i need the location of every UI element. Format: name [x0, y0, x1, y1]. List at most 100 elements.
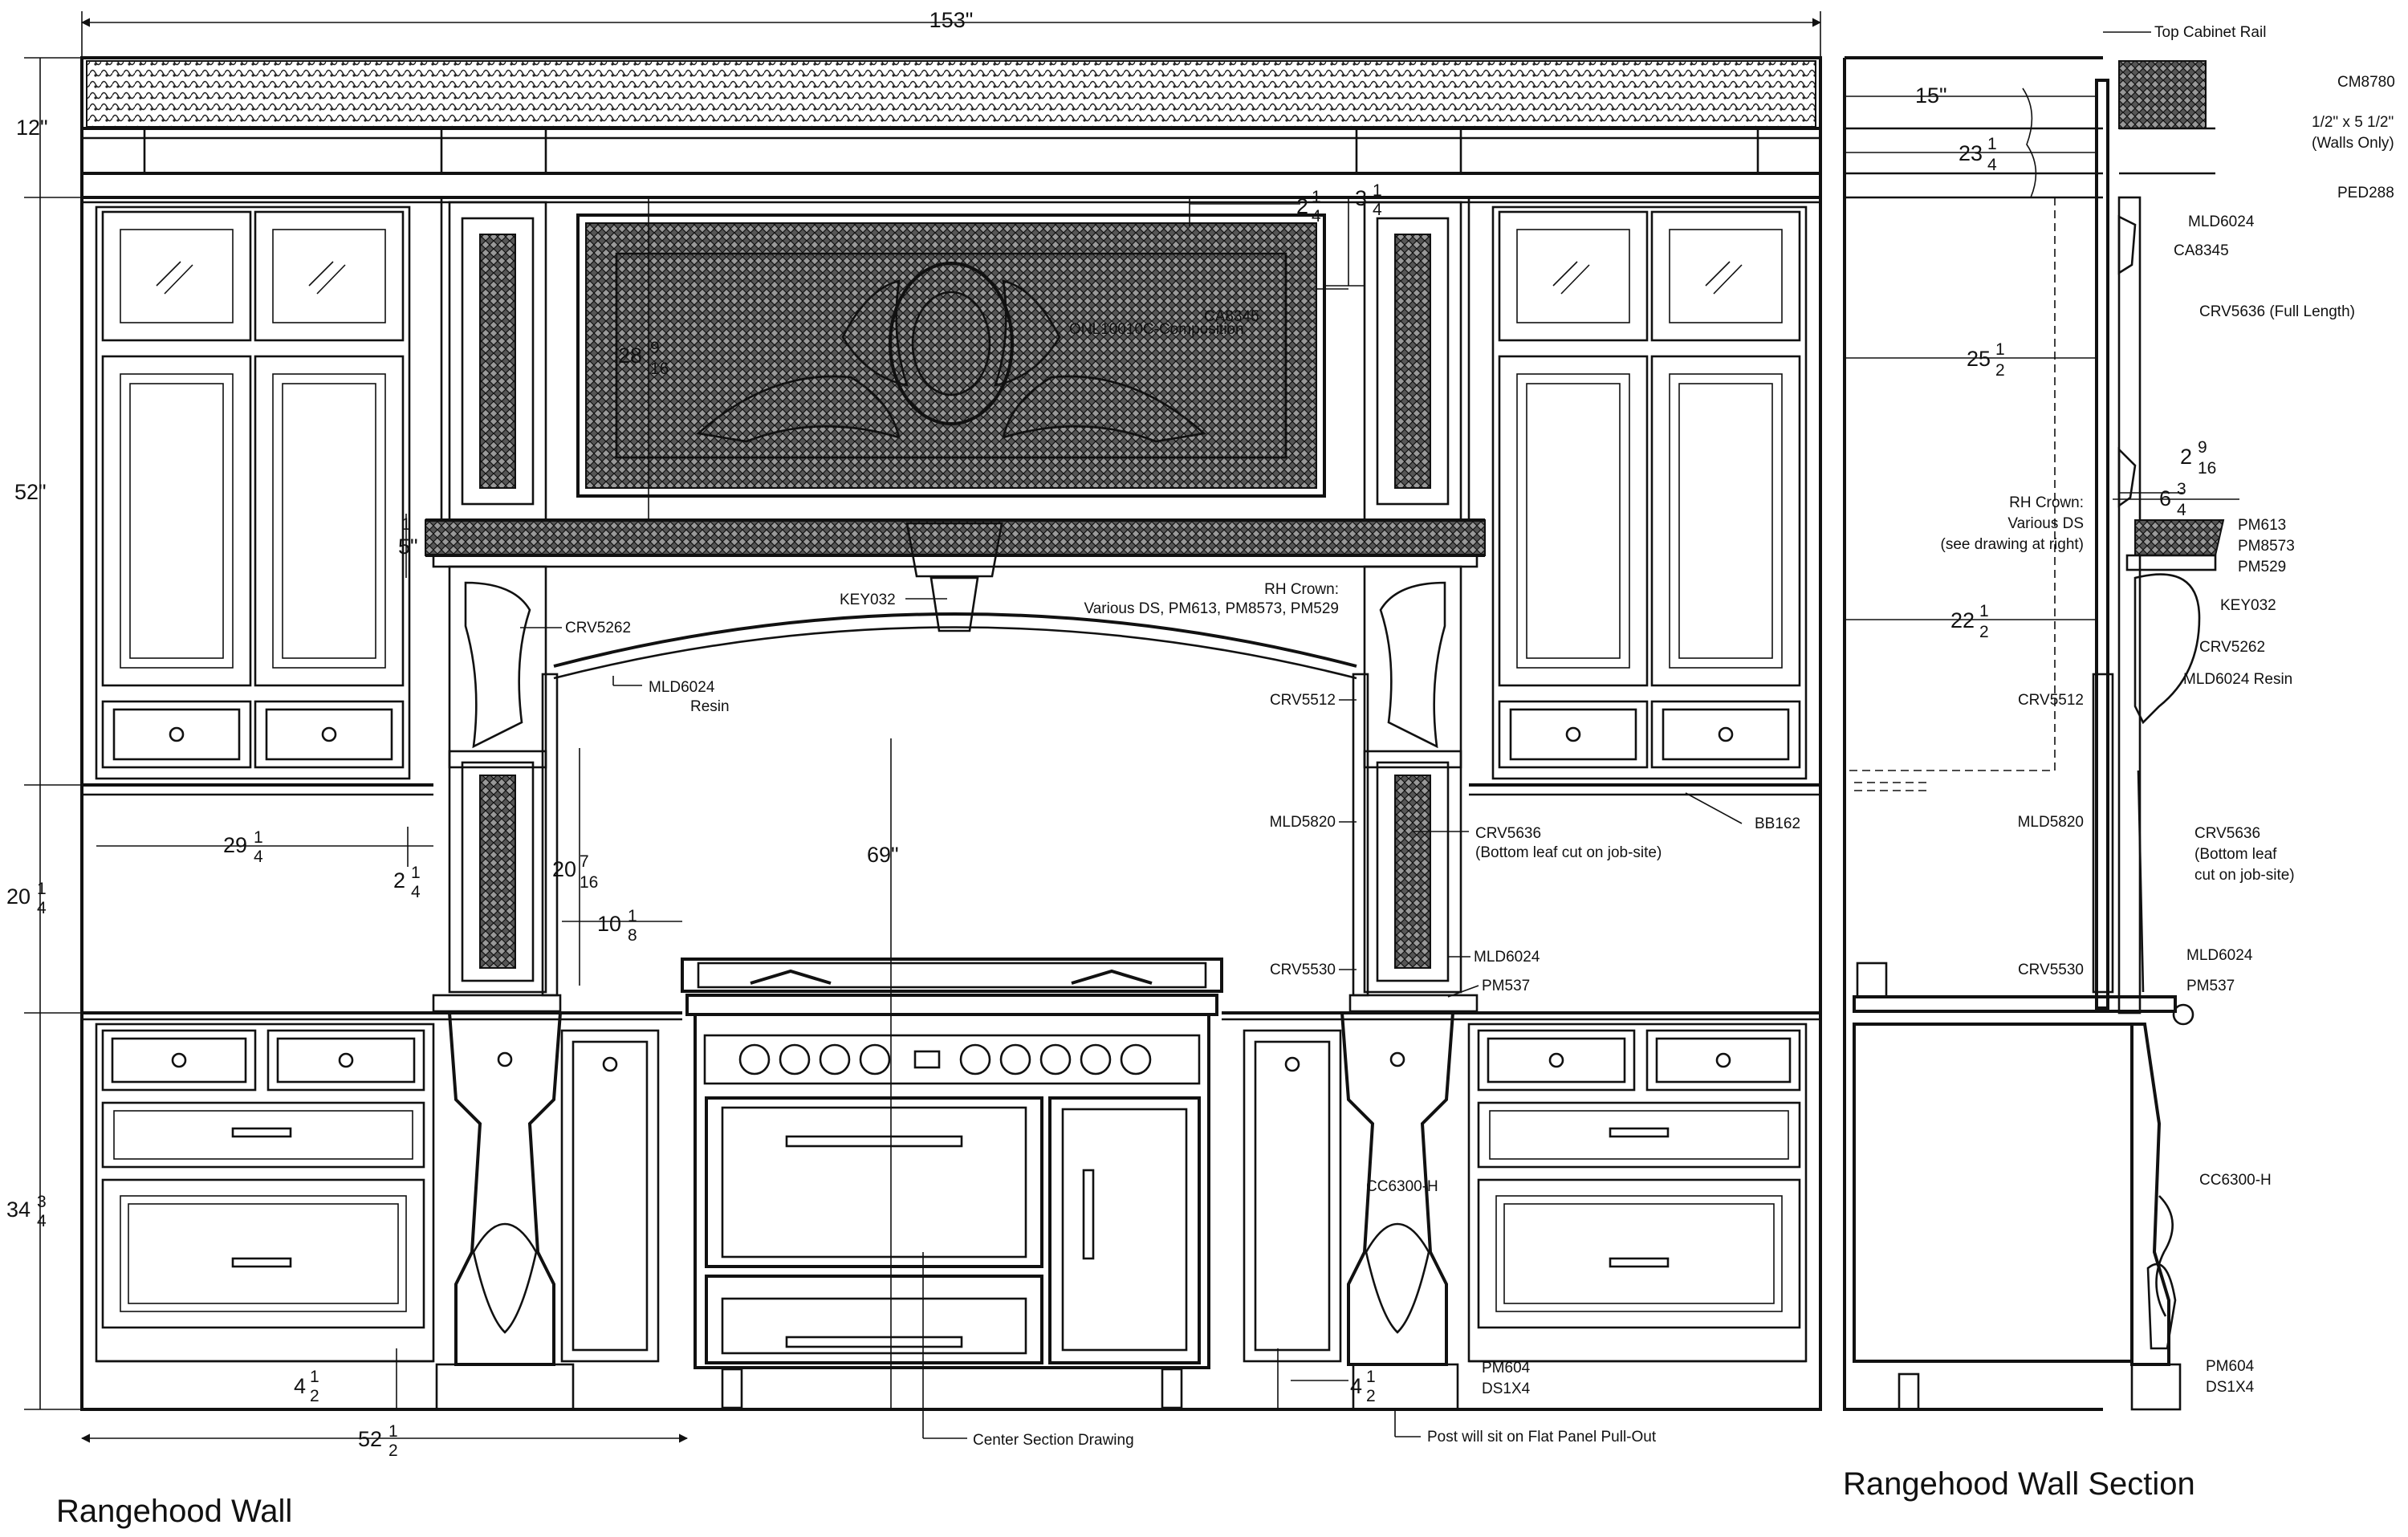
svg-text:Various DS: Various DS — [2007, 515, 2084, 532]
label-mld6024-base: MLD6024 — [1474, 949, 1540, 966]
sec-label-board: 1/2" x 5 1/2" — [2312, 114, 2394, 131]
svg-text:1: 1 — [1373, 181, 1382, 200]
svg-text:4: 4 — [1987, 156, 1997, 174]
sec-dim-15: 15" — [1915, 83, 1947, 108]
right-corbel — [1379, 581, 1446, 749]
label-ds1x4: DS1X4 — [1482, 1380, 1531, 1397]
svg-text:3: 3 — [2177, 480, 2186, 498]
pilaster-width-dim: 10 — [597, 912, 621, 936]
lower-upper-dim: 20 — [6, 884, 31, 909]
svg-text:1: 1 — [1312, 188, 1321, 206]
toe-left-dim: 4 — [294, 1374, 306, 1398]
left-corbel — [464, 581, 531, 749]
mantle-crown — [425, 519, 1486, 556]
base-height-dim: 34 — [6, 1197, 31, 1222]
keystone — [929, 576, 979, 632]
sec-label-ds1x4: DS1X4 — [2206, 1379, 2255, 1396]
oven-door-right — [1048, 1096, 1201, 1364]
svg-text:8: 8 — [628, 926, 637, 945]
sec-label-pm8573: PM8573 — [2238, 538, 2295, 555]
svg-text:(see drawing at right): (see drawing at right) — [1941, 536, 2084, 553]
svg-text:(Bottom leaf cut on job-site): (Bottom leaf cut on job-site) — [1475, 844, 1662, 861]
section-view: Top Cabinet Rail CM8780 1/2" x 5 1/2" (W… — [1843, 24, 2395, 1502]
label-post-note: Post will sit on Flat Panel Pull-Out — [1427, 1429, 1657, 1446]
sec-dim-634: 6 — [2159, 486, 2171, 510]
label-crv5530: CRV5530 — [1270, 962, 1336, 978]
elevation-view: 153" 12" 52" 20 1 4 34 3 4 28 9 16 2 1 4… — [6, 8, 1822, 1529]
sec-dim-25: 25 — [1967, 347, 1991, 371]
svg-text:1: 1 — [411, 864, 421, 882]
svg-text:(Bottom leaf: (Bottom leaf — [2194, 846, 2277, 863]
svg-text:cut on job-site): cut on job-site) — [2194, 867, 2295, 884]
svg-text:16: 16 — [2198, 459, 2216, 478]
svg-text:4: 4 — [37, 899, 47, 917]
sec-label-crv5636-full: CRV5636 (Full Length) — [2199, 303, 2355, 320]
sec-label-cm8780: CM8780 — [2337, 74, 2395, 91]
label-mld6024-resin: MLD6024 — [649, 679, 715, 696]
left-upper-cabinet — [95, 205, 411, 780]
svg-text:2: 2 — [1995, 361, 2005, 380]
sec-label-mld6024-resin: MLD6024 Resin — [2183, 671, 2292, 688]
pilaster-height-dim: 20 — [552, 857, 576, 881]
svg-text:(Walls Only): (Walls Only) — [2312, 135, 2394, 152]
sec-dim-22: 22 — [1950, 608, 1975, 632]
warming-drawer — [705, 1275, 1043, 1364]
elevation-title: Rangehood Wall — [56, 1494, 292, 1529]
label-center-note: Center Section Drawing — [973, 1432, 1134, 1449]
svg-text:1: 1 — [1995, 340, 2005, 359]
panel-height-dim: 28 — [618, 344, 642, 368]
opening-height-dim: 69" — [867, 843, 899, 867]
crown-molding-band — [86, 60, 1816, 128]
sec-label-pm604: PM604 — [2206, 1358, 2255, 1375]
offset-b-dim: 3 — [1355, 186, 1367, 210]
sec-label-cc6300: CC6300-H — [2199, 1172, 2272, 1189]
left-base-cabinet — [95, 1011, 660, 1411]
hood-panel-frame — [576, 213, 1326, 498]
oven-door-left — [705, 1096, 1043, 1268]
svg-text:1: 1 — [1979, 602, 1989, 620]
svg-text:9: 9 — [2198, 438, 2207, 457]
sec-label-mld6024-b: MLD6024 — [2186, 947, 2253, 964]
label-key032: KEY032 — [840, 592, 896, 608]
svg-text:3: 3 — [37, 1193, 47, 1211]
svg-text:1: 1 — [310, 1368, 319, 1386]
svg-text:1: 1 — [401, 515, 411, 534]
overall-width-dim: 153" — [929, 8, 974, 32]
label-mld5820: MLD5820 — [1270, 814, 1336, 831]
sec-label-mld5820: MLD5820 — [2018, 814, 2084, 831]
svg-text:7: 7 — [580, 852, 589, 871]
sec-label-pm529: PM529 — [2238, 559, 2286, 575]
svg-text:4: 4 — [1312, 207, 1321, 226]
right-upper-cabinet — [1491, 205, 1808, 780]
sec-label-ca8345: CA8345 — [2174, 242, 2229, 259]
sec-label-pm613: PM613 — [2238, 517, 2286, 534]
sec-label-top-rail: Top Cabinet Rail — [2154, 24, 2266, 41]
sec-label-ped288: PED288 — [2337, 185, 2394, 201]
label-rh-crown: RH Crown: — [1264, 581, 1339, 598]
svg-text:4: 4 — [254, 848, 263, 866]
label-bb162: BB162 — [1755, 815, 1800, 832]
label-ca8345: CA8345 — [1204, 308, 1259, 325]
section-title: Rangehood Wall Section — [1843, 1466, 2195, 1502]
range-stove — [681, 958, 1223, 1409]
svg-text:1: 1 — [37, 880, 47, 898]
sec-label-crv5636: CRV5636 — [2194, 825, 2260, 842]
offset-a-dim: 2 — [1296, 194, 1308, 218]
svg-text:1: 1 — [628, 907, 637, 925]
range-hood — [425, 196, 1486, 1013]
svg-text:1: 1 — [254, 828, 263, 847]
elevation-dimensions — [24, 11, 1822, 1443]
sec-label-mld6024: MLD6024 — [2188, 213, 2255, 230]
label-crv5512: CRV5512 — [1270, 692, 1336, 709]
label-onlay: ONL10010C-Composition — [1069, 321, 1244, 338]
svg-text:2: 2 — [310, 1387, 319, 1405]
range-body — [694, 1013, 1210, 1369]
label-pm537: PM537 — [1482, 978, 1530, 994]
svg-text:4: 4 — [1373, 201, 1382, 219]
onlay-ornament — [696, 262, 1206, 443]
sec-label-key032: KEY032 — [2220, 597, 2276, 614]
svg-text:4: 4 — [411, 883, 421, 901]
svg-text:2: 2 — [1366, 1387, 1376, 1405]
